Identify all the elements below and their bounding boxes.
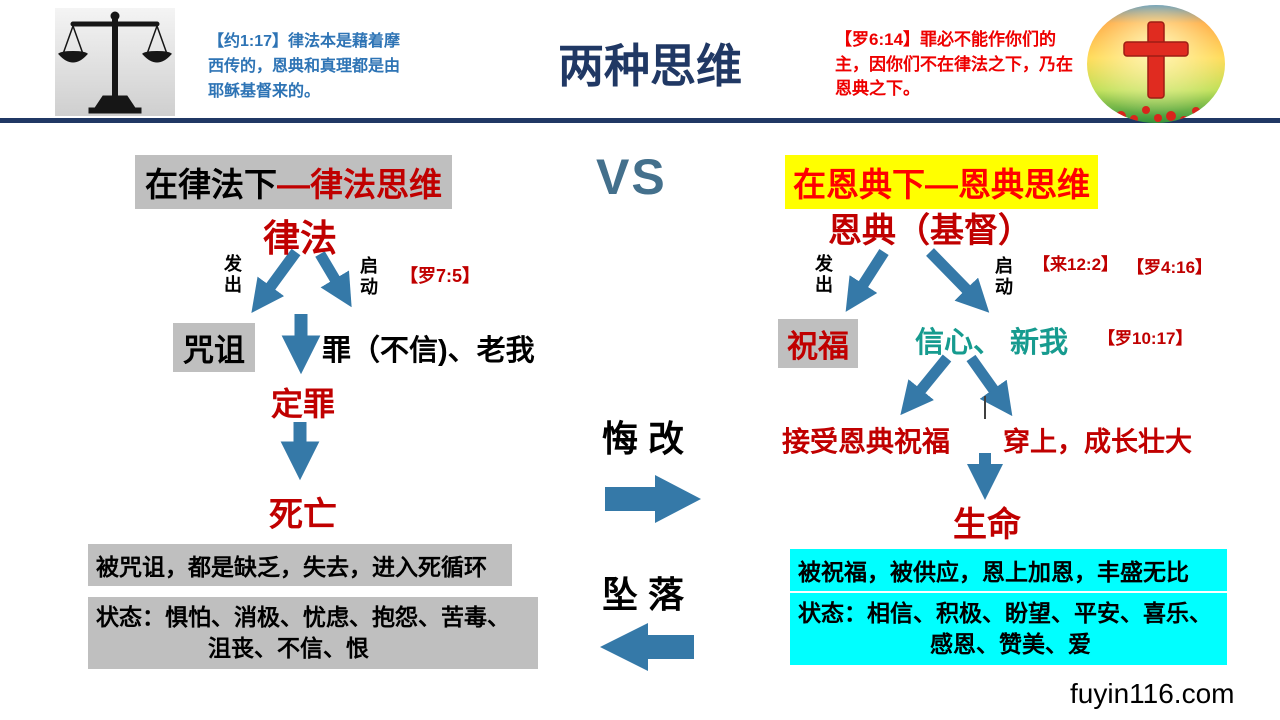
law-status-box: 状态：惧怕、消极、忧虑、抱怨、苦毒、 沮丧、不信、恨 bbox=[88, 597, 538, 670]
verse-hebrews-12-2: 【来12:2】 bbox=[1033, 255, 1119, 274]
sin-node: 罪（不信)、老我 bbox=[322, 335, 535, 367]
repent-right-arrow bbox=[605, 475, 701, 523]
scales-image bbox=[55, 8, 175, 116]
grace-status-line2: 感恩、赞美、爱 bbox=[930, 631, 1091, 658]
condemnation-node: 定罪 bbox=[270, 386, 335, 422]
page-title: 两种思维 bbox=[558, 40, 742, 92]
grace-emit-label: 发出 bbox=[815, 254, 833, 295]
law-header-suffix: —律法思维 bbox=[277, 166, 442, 203]
receive-blessing-node: 接受恩典祝福 bbox=[782, 426, 951, 457]
verse-romans-4-16: 【罗4:16】 bbox=[1127, 258, 1213, 277]
curse-node: 咒诅 bbox=[173, 323, 255, 372]
law-status-line2: 沮丧、不信、恨 bbox=[208, 635, 369, 662]
verse-romans-7-5: 【罗7:5】 bbox=[400, 266, 481, 286]
law-trigger-label: 启动 bbox=[360, 256, 378, 297]
grace-summary-box: 被祝福，被供应，恩上加恩，丰盛无比 bbox=[790, 549, 1227, 591]
repent-label: 悔 改 bbox=[602, 418, 685, 459]
faith-node: 信心、 新我 bbox=[915, 327, 1069, 359]
law-summary-box: 被咒诅，都是缺乏，失去，进入死循环 bbox=[88, 544, 512, 586]
scales-of-justice-icon bbox=[55, 8, 175, 116]
cross-icon bbox=[1087, 5, 1225, 123]
law-status-line1: 状态：惧怕、消极、忧虑、抱怨、苦毒、 bbox=[96, 604, 510, 630]
life-node: 生命 bbox=[953, 506, 1021, 544]
law-header-prefix: 在律法下 bbox=[145, 166, 277, 203]
grace-trigger-label: 启动 bbox=[995, 256, 1013, 297]
grace-status-line1: 状态：相信、积极、盼望、平安、喜乐、 bbox=[798, 600, 1212, 626]
faith-to-puton-arrow bbox=[966, 354, 1013, 417]
grace-column-header: 在恩典下—恩典思维 bbox=[785, 155, 1098, 209]
verse-romans-6-14: 【罗6:14】罪必不能作你们的主，因你们不在律法之下，乃在恩典之下。 bbox=[835, 30, 1073, 99]
death-node: 死亡 bbox=[269, 496, 337, 534]
grace-status-box: 状态：相信、积极、盼望、平安、喜乐、 感恩、赞美、爱 bbox=[790, 593, 1227, 666]
site-watermark: fuyin116.com bbox=[1070, 678, 1235, 709]
grace-root-label: 恩典（基督） bbox=[828, 212, 1032, 250]
header-divider bbox=[0, 118, 1280, 123]
verse-john-1-17: 【约1:17】律法本是藉着摩西传的，恩典和真理都是由耶稣基督来的。 bbox=[208, 33, 401, 100]
fall-left-arrow bbox=[600, 623, 694, 671]
blessing-node: 祝福 bbox=[778, 319, 858, 368]
law-emit-label: 发出 bbox=[224, 254, 242, 295]
fall-label: 坠 落 bbox=[602, 574, 685, 615]
law-root-label: 律法 bbox=[263, 218, 337, 259]
cross-image bbox=[1086, 4, 1226, 124]
grace-emit-arrow bbox=[845, 249, 889, 312]
law-column-header: 在律法下—律法思维 bbox=[135, 155, 452, 209]
grace-trigger-arrow bbox=[926, 248, 990, 313]
verse-romans-10-17: 【罗10:17】 bbox=[1098, 329, 1193, 348]
vs-label: VS bbox=[596, 149, 667, 205]
faith-to-receive-arrow bbox=[900, 354, 952, 416]
put-on-growth-node: 穿上，成长壮大 bbox=[1003, 427, 1192, 457]
